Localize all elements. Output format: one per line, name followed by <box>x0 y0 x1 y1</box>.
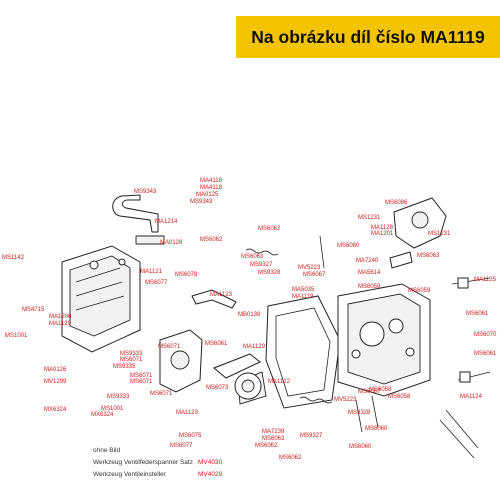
footer-key: ohne Bild <box>93 447 121 454</box>
callout-label: MS1231 <box>428 231 451 237</box>
callout-label: MA1120 <box>49 321 72 327</box>
callout-label: MS1142 <box>2 255 25 261</box>
head-gasket <box>265 295 341 409</box>
footer-key: Werkzeug Ventileinsteller <box>93 471 166 478</box>
callout-label: MS6062 <box>255 443 278 449</box>
callout-label: MS9328 <box>258 270 281 276</box>
callout-label: MV5223 <box>298 265 321 271</box>
callout-label: MS6071 <box>150 391 173 397</box>
callout-label: MS6062 <box>258 226 281 232</box>
callout-label: MV1299 <box>44 379 67 385</box>
callout-label: MX6324 <box>44 407 67 413</box>
callout-label: MS6071 <box>130 379 153 385</box>
rocker-assembly <box>159 289 267 405</box>
callout-label: MS6077 <box>170 443 193 449</box>
callout-label: MS6086 <box>385 200 408 206</box>
callout-label: MS6059 <box>358 284 381 290</box>
callout-label: MA1124 <box>460 394 483 400</box>
callout-label: MS6058 <box>369 387 392 393</box>
callout-label: MS9343 <box>190 199 213 205</box>
callout-label: MS6067 <box>303 272 326 278</box>
callout-label: MS6080 <box>337 243 360 249</box>
callout-label: MA5614 <box>358 270 381 276</box>
callout-label: MS6060 <box>349 444 372 450</box>
callout-label: MA5035 <box>292 287 315 293</box>
callout-label: MA1123 <box>210 292 233 298</box>
callout-label: MS6073 <box>206 385 229 391</box>
callout-label: MS6058 <box>388 394 411 400</box>
callout-label: MS6078 <box>175 272 198 278</box>
callout-label: MS6059 <box>408 288 431 294</box>
callout-label: MS4715 <box>22 307 45 313</box>
callout-label: MS6071 <box>120 357 143 363</box>
callout-label: MS1231 <box>358 215 381 221</box>
callout-label: MS6061 <box>474 351 497 357</box>
callout-label: MS6062 <box>279 455 302 461</box>
callout-label: MS6077 <box>145 280 168 286</box>
callout-label: MS6071 <box>158 344 181 350</box>
callout-labels: MS9343 MA4118 MA4118 MA0125 MS9343 MA121… <box>2 178 497 461</box>
callout-label: MS9343 <box>134 189 157 195</box>
callout-label: MS9335 <box>113 364 136 370</box>
callout-label: MX6324 <box>91 412 114 418</box>
callout-label: MS6063 <box>241 254 264 260</box>
callout-label: MS6071 <box>130 373 153 379</box>
callout-label: MA1201 <box>371 231 394 237</box>
callout-label: MS6061 <box>466 311 489 317</box>
title-banner: Na obrázku díl číslo MA1119 <box>236 16 500 58</box>
footer-value: MV4030 <box>198 459 223 466</box>
callout-label: MA1121 <box>140 269 163 275</box>
callout-label: MS6061 <box>205 341 228 347</box>
callout-label: MA1214 <box>155 219 178 225</box>
callout-label: MS9328 <box>348 410 371 416</box>
callout-label: MS9327 <box>250 262 273 268</box>
callout-label: MA4118 <box>200 185 223 191</box>
callout-label: MS6063 <box>417 253 440 259</box>
footer-value: MV4029 <box>198 471 223 478</box>
callout-label: MA0126 <box>44 367 67 373</box>
callout-label: MS6075 <box>179 433 202 439</box>
callout-label: MA1129 <box>243 344 266 350</box>
callout-label: MA1125 <box>474 277 497 283</box>
banner-title: Na obrázku díl číslo MA1119 <box>251 26 485 47</box>
callout-label: MS1001 <box>5 333 28 339</box>
callout-label: MA0125 <box>196 192 219 198</box>
valve-cover <box>61 245 141 353</box>
callout-label: MB0138 <box>238 312 261 318</box>
callout-label: MA7240 <box>356 258 379 264</box>
callout-label: MS6067 <box>358 389 381 395</box>
callout-label: MS1001 <box>101 406 124 412</box>
callout-label: MS9333 <box>120 351 143 357</box>
footer-key: Werkzeug Ventilfederspanner Satz <box>93 459 193 466</box>
exhaust-bracket <box>112 194 165 245</box>
callout-label: MS6060 <box>365 426 388 432</box>
callout-label: MS6070 <box>474 332 497 338</box>
callout-label: MA1123 <box>176 410 199 416</box>
callout-label: MV5223 <box>334 397 357 403</box>
callout-label: MS6062 <box>200 237 223 243</box>
callout-label: MS9333 <box>107 394 130 400</box>
valves-springs <box>245 235 491 459</box>
callout-label: MA4118 <box>200 178 223 184</box>
callout-label: MA0128 <box>160 240 183 246</box>
callout-label: MA7239 <box>262 429 285 435</box>
callout-label: MA1122 <box>268 379 291 385</box>
callout-label: MA1128 <box>371 225 394 231</box>
intake-manifold <box>389 197 447 269</box>
callout-label: MS6063 <box>262 436 285 442</box>
callout-label: MA1119 <box>292 294 314 300</box>
cylinder-head <box>337 283 431 397</box>
callout-label: MA1206 <box>49 314 72 320</box>
callout-label: MS9327 <box>300 433 323 439</box>
